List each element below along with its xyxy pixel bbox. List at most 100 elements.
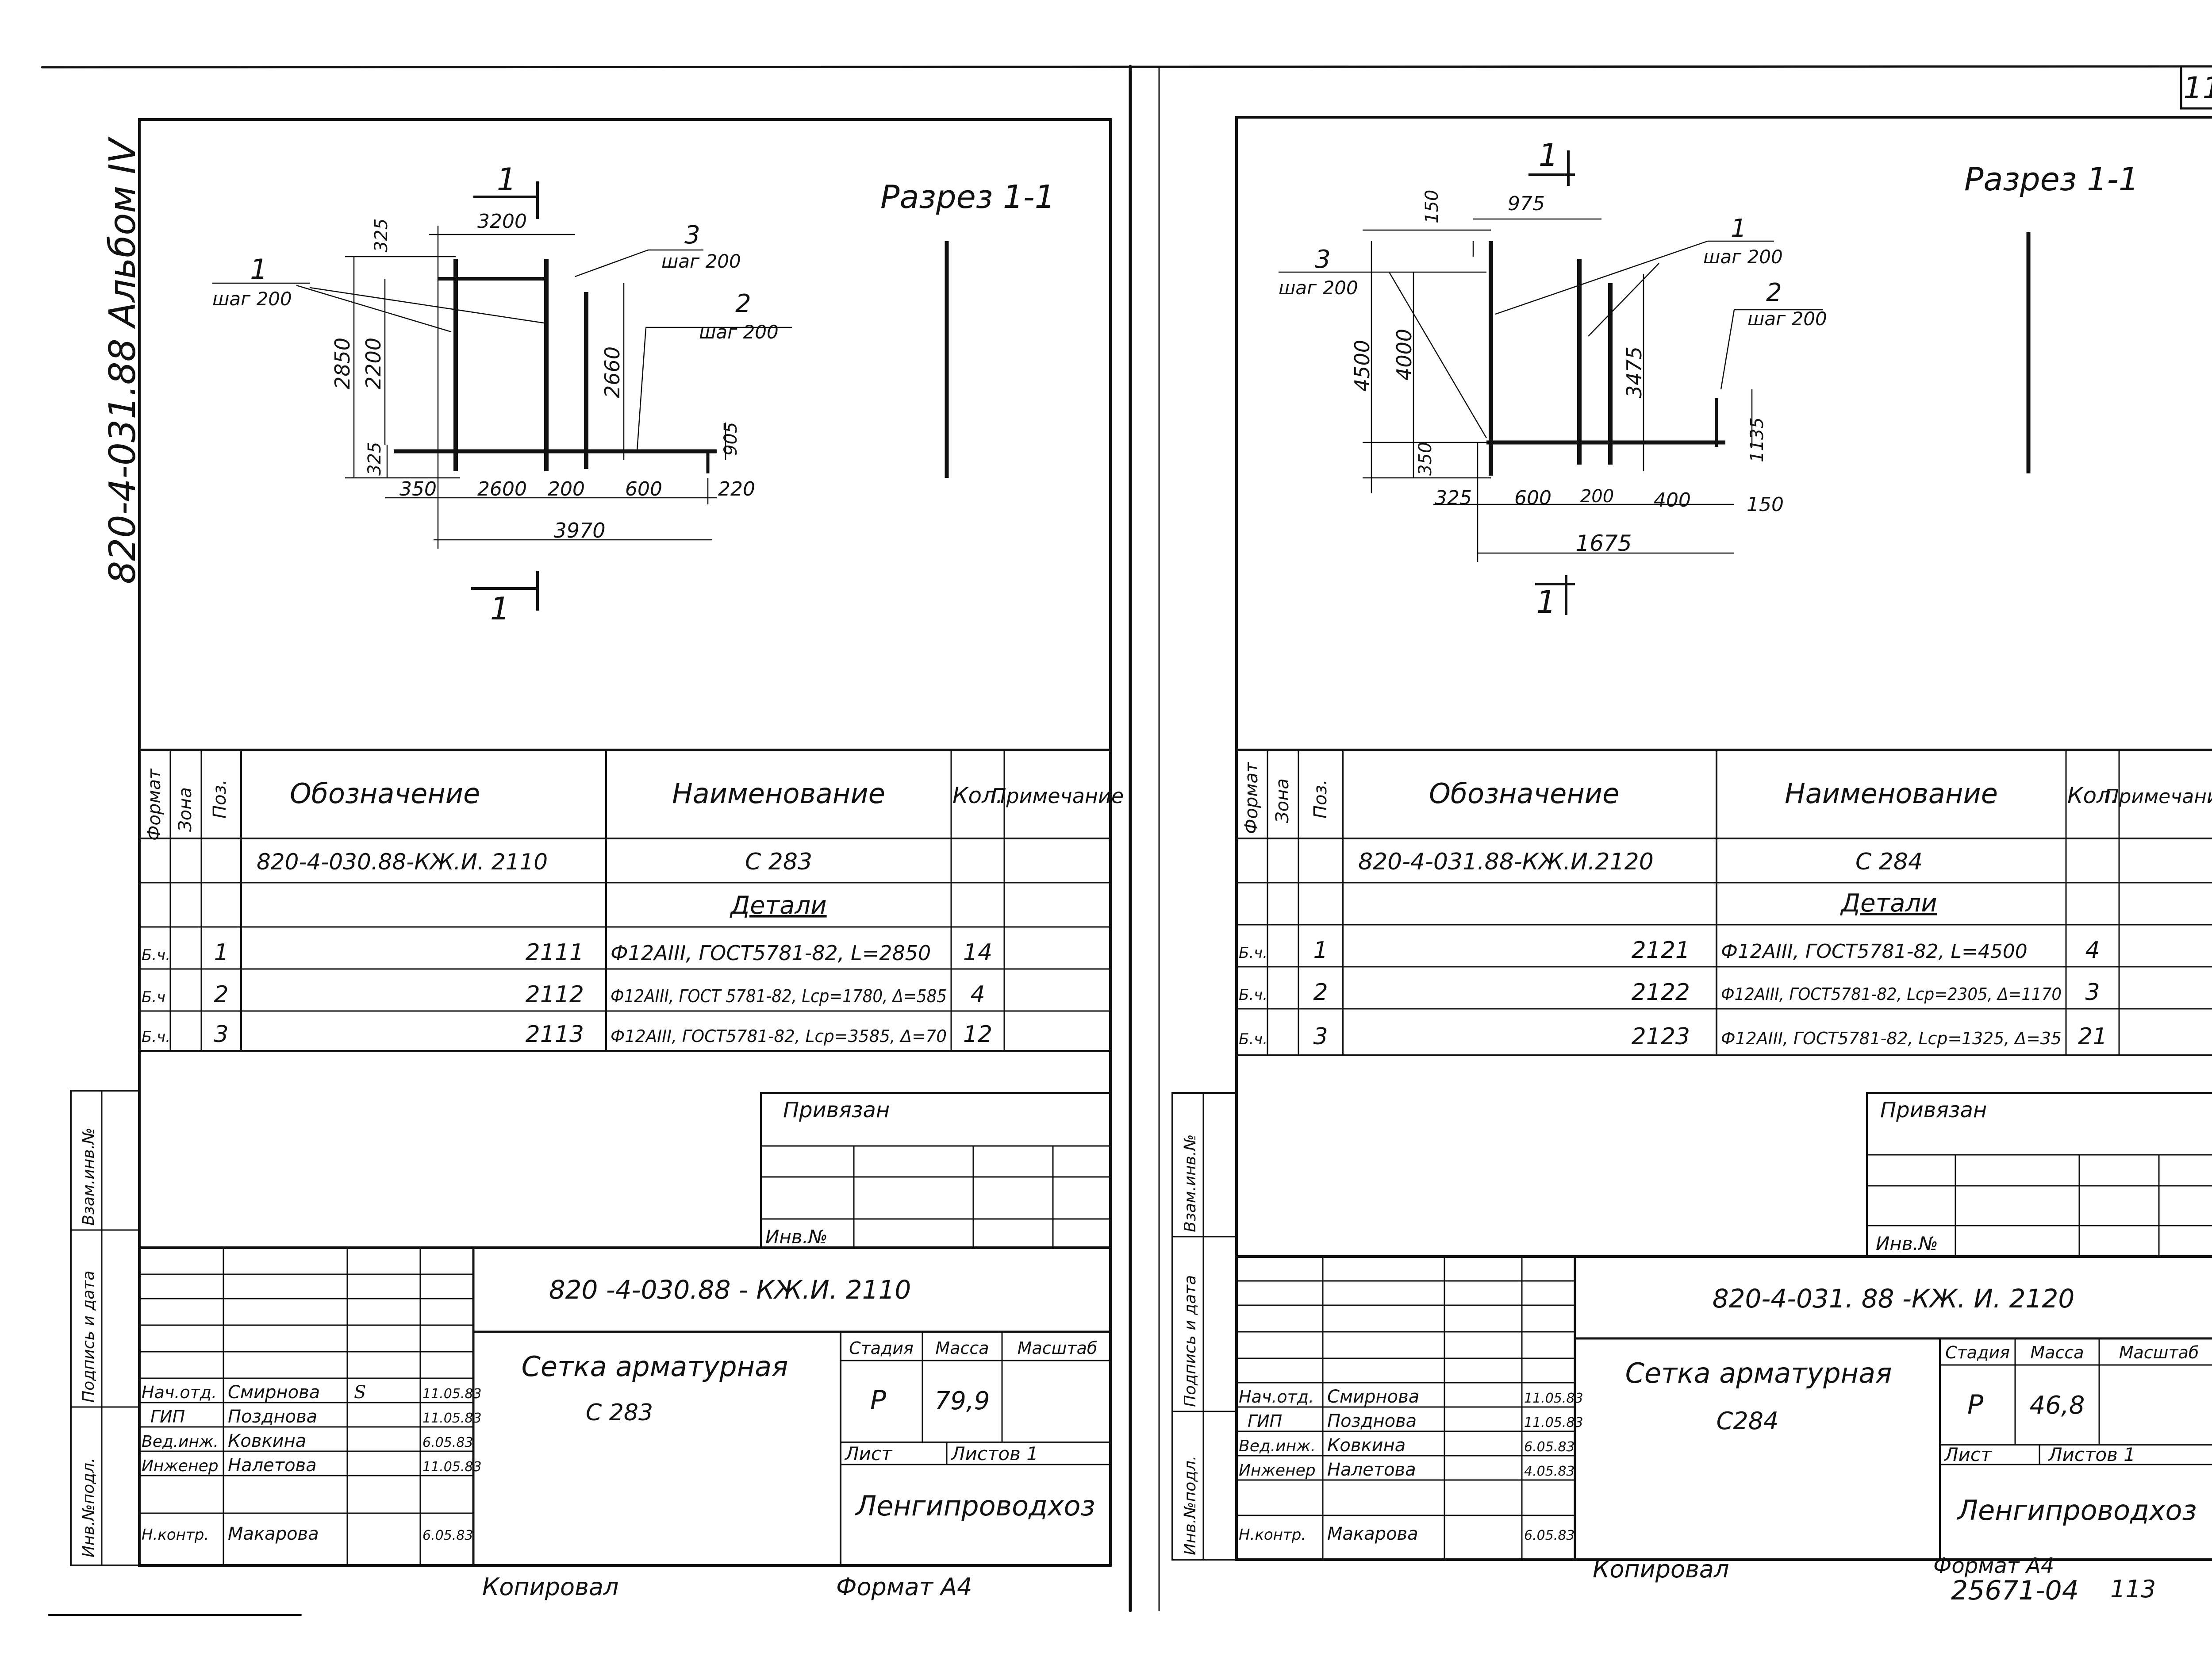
th-zone: Зона xyxy=(175,787,196,832)
section-title: Разрез 1-1 xyxy=(1964,161,2139,198)
doc-code: 820-4-031. 88 -КЖ. И. 2120 xyxy=(1713,1284,2075,1314)
details-label: Детали xyxy=(1839,889,1937,918)
mass-label: Масса xyxy=(935,1338,989,1358)
row-pos: 3 xyxy=(1313,1023,1328,1050)
scale-label: Масштаб xyxy=(1018,1338,1098,1358)
main-designation: 820-4-031.88-КЖ.И.2120 xyxy=(1358,849,1654,875)
staff-name: Макарова xyxy=(1327,1524,1418,1544)
row-designation: 2121 xyxy=(1632,937,1690,964)
staff-date: 6.05.83 xyxy=(1524,1439,1575,1455)
stamp-podpis: Подпись и дата xyxy=(80,1271,98,1403)
staff-list: Нач.отд. Смирнова 11.05.83 ГИП Позднова … xyxy=(1239,1387,1583,1544)
row-qty: 12 xyxy=(963,1021,992,1048)
callout-2-step: шаг 200 xyxy=(1747,308,1827,330)
staff-name: Позднова xyxy=(1327,1411,1417,1431)
th-name: Наименование xyxy=(1785,777,1998,810)
th-format: Формат xyxy=(144,768,165,841)
copy-sheet: 113 xyxy=(2110,1575,2156,1603)
dim-height-mid: 3475 xyxy=(1622,346,1646,398)
copied-label: Копировал xyxy=(1593,1555,1729,1583)
sheet-right: 112 Разрез 1-1 1 1 150 975 4500 4000 347… xyxy=(1171,71,2212,1606)
stage-label: Стадия xyxy=(849,1338,914,1358)
staff-name: Смирнова xyxy=(1327,1387,1419,1407)
sheet-left: 820-4-031.88 Альбом IV Разрез 1-1 1 1 3 2… xyxy=(70,118,1124,1601)
spec-row: Б.ч. 2 2122 Ф12АIII, ГОСТ5781-82, Lср=23… xyxy=(1239,979,2100,1006)
th-format: Формат xyxy=(1241,761,1262,834)
org-name: Ленгипроводхоз xyxy=(1957,1494,2197,1526)
dim-total-width: 1675 xyxy=(1575,531,1632,556)
row-name: Ф12АIII, ГОСТ 5781-82, Lср=1780, Δ=585 xyxy=(611,986,947,1007)
dim-height-inner: 4000 xyxy=(1392,329,1416,381)
row-designation: 2112 xyxy=(526,981,584,1008)
callout-1-step: шаг 200 xyxy=(212,288,292,310)
spec-row: Б.ч 2 2112 Ф12АIII, ГОСТ 5781-82, Lср=17… xyxy=(142,981,985,1008)
staff-date: 4.05.83 xyxy=(1524,1464,1575,1479)
staff-role: Н.контр. xyxy=(1239,1526,1306,1544)
th-designation: Обозначение xyxy=(290,777,480,810)
dim-w3: 200 xyxy=(548,478,585,500)
staff-name: Макарова xyxy=(228,1524,319,1544)
callout-3-num: 3 xyxy=(684,221,700,250)
page-number: 112 xyxy=(2183,71,2212,106)
row-name: Ф12АIII, ГОСТ5781-82, L=4500 xyxy=(1721,940,2028,963)
row-pos: 2 xyxy=(1313,979,1328,1006)
row-pos: 1 xyxy=(214,939,228,966)
staff-role: Нач.отд. xyxy=(142,1383,217,1402)
mass-value: 46,8 xyxy=(2030,1391,2085,1420)
dim-w1: 350 xyxy=(399,478,437,500)
th-note: Примечание xyxy=(2104,785,2212,808)
row-designation: 2113 xyxy=(526,1021,584,1048)
stamp-vzam: Взам.инв.№ xyxy=(1181,1134,1199,1232)
format-label: Формат А4 xyxy=(836,1573,972,1601)
callout-2-step: шаг 200 xyxy=(699,321,779,343)
row-qty: 4 xyxy=(970,981,985,1008)
staff-role: Инженер xyxy=(1239,1461,1316,1480)
staff-date: 6.05.83 xyxy=(422,1528,473,1543)
product-code: С284 xyxy=(1717,1407,1779,1435)
row-qty: 14 xyxy=(963,939,992,966)
sheets-label: Листов 1 xyxy=(2047,1444,2135,1465)
th-note: Примечание xyxy=(991,784,1124,808)
staff-name: Смирнова xyxy=(228,1382,320,1403)
dim-w4: 400 xyxy=(1654,489,1691,511)
staff-date: 11.05.83 xyxy=(422,1411,482,1426)
dim-height-mid: 2660 xyxy=(600,346,624,398)
row-designation: 2123 xyxy=(1632,1023,1690,1050)
section-title: Разрез 1-1 xyxy=(880,178,1055,215)
privyazan-label: Привязан xyxy=(783,1098,890,1123)
main-name: С 283 xyxy=(745,849,812,875)
sheet-label: Лист xyxy=(1943,1444,1992,1465)
dim-w5: 220 xyxy=(718,478,755,500)
stamp-vzam: Взам.инв.№ xyxy=(80,1127,98,1226)
staff-date: 6.05.83 xyxy=(1524,1528,1575,1543)
th-pos: Поз. xyxy=(210,779,230,819)
main-designation: 820-4-030.88-КЖ.И. 2110 xyxy=(257,849,548,875)
dim-height-inner: 2200 xyxy=(361,338,385,389)
callout-3-step: шаг 200 xyxy=(1279,277,1358,299)
staff-date: 11.05.83 xyxy=(422,1386,482,1402)
stamp-podpis: Подпись и дата xyxy=(1181,1275,1199,1407)
dim-total-width: 3970 xyxy=(553,519,605,542)
staff-date: 6.05.83 xyxy=(422,1435,473,1450)
spec-row: Б.ч. 1 2111 Ф12АIII, ГОСТ5781-82, L=2850… xyxy=(142,939,992,966)
product-title: Сетка арматурная xyxy=(522,1350,788,1383)
mass-label: Масса xyxy=(2030,1343,2084,1362)
th-qty: Кол. xyxy=(952,783,1003,808)
dim-height-total: 2850 xyxy=(330,338,354,389)
spec-row: Б.ч. 1 2121 Ф12АIII, ГОСТ5781-82, L=4500… xyxy=(1239,937,2100,964)
stamp-inv: Инв.№подл. xyxy=(80,1458,98,1557)
dim-height-total: 4500 xyxy=(1350,340,1374,392)
format-label: Формат А4 xyxy=(1933,1553,2054,1578)
stage-value: Р xyxy=(1967,1389,1984,1420)
callout-2-num: 2 xyxy=(735,289,751,318)
th-pos: Поз. xyxy=(1310,779,1331,819)
section-mark-bottom: 1 xyxy=(490,591,510,627)
th-qty: Кол. xyxy=(2067,783,2118,808)
side-label: 820-4-031.88 Альбом IV xyxy=(102,136,144,584)
row-format: Б.ч. xyxy=(1239,1030,1267,1048)
mass-value: 79,9 xyxy=(935,1387,990,1415)
privyazan-label: Привязан xyxy=(1880,1098,1987,1123)
th-name: Наименование xyxy=(672,777,885,810)
spec-row: Б.ч. 3 2123 Ф12АIII, ГОСТ5781-82, Lср=13… xyxy=(1239,1023,2107,1050)
stamp-inv: Инв.№подл. xyxy=(1181,1456,1199,1555)
